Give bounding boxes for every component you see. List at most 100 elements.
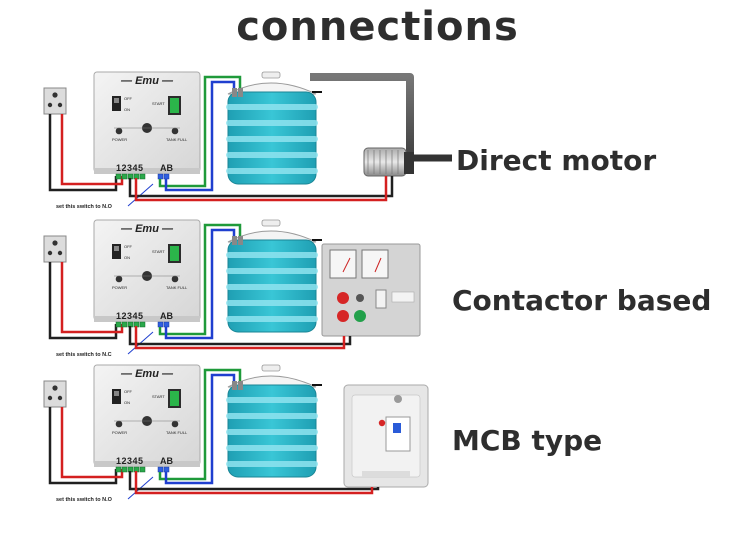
sensor-wire-green — [158, 368, 242, 481]
terminal-screw — [121, 321, 128, 328]
terminal-screw-a — [157, 173, 164, 180]
tank-ring — [226, 168, 318, 174]
terminal-screw-b — [163, 466, 170, 473]
terminal-screw — [121, 173, 128, 180]
terminal-screw — [139, 321, 146, 328]
start-label: START — [152, 394, 165, 399]
tank-full-label: TANK FULL — [166, 285, 188, 290]
mcb-box — [343, 384, 429, 488]
terminal-ab-label: AB — [160, 311, 173, 321]
terminal-screw-a — [157, 466, 164, 473]
socket-plate — [43, 235, 67, 263]
tank-full-label: TANK FULL — [166, 137, 188, 142]
start-button — [170, 98, 179, 113]
terminal-ab-label: AB — [160, 456, 173, 466]
pump-motor — [363, 147, 414, 177]
terminal-block — [115, 173, 170, 180]
wall-socket — [43, 235, 67, 263]
socket-pin — [47, 250, 53, 256]
terminal-screw — [139, 466, 146, 473]
terminal-screw-b — [163, 321, 170, 328]
water-tank — [226, 71, 322, 185]
terminal-screw — [121, 466, 128, 473]
row-label-direct-motor: Direct motor — [456, 144, 657, 177]
sensor-wire-blue — [164, 373, 236, 485]
switch-on-label: ON — [124, 400, 130, 405]
socket-pin — [52, 92, 58, 98]
tank-ring — [226, 413, 318, 419]
controller-body — [93, 71, 201, 173]
ammeter — [361, 249, 389, 279]
socket-plate — [43, 87, 67, 115]
power-led — [115, 127, 123, 135]
diagram-title: connections — [236, 4, 519, 50]
tank-full-led — [171, 127, 179, 135]
power-label: POWER — [112, 430, 127, 435]
terminal-numbers: 12345 — [116, 163, 144, 173]
tank-ring — [226, 300, 318, 306]
power-label: POWER — [112, 137, 127, 142]
switch-on-label: ON — [124, 107, 130, 112]
voltmeter-needle — [342, 257, 351, 273]
stop-button — [337, 292, 349, 304]
terminal-screw-b — [163, 173, 170, 180]
ammeter-needle — [374, 257, 382, 273]
wall-socket — [43, 380, 67, 408]
controller-brand: — Emu — — [120, 223, 174, 235]
switch-on-label: ON — [124, 255, 130, 260]
controller-base — [94, 168, 200, 174]
sensor-wire-green — [158, 223, 242, 336]
terminal-numbers: 12345 — [116, 456, 144, 466]
tank-ring — [226, 120, 318, 126]
delivery-pipe — [310, 73, 414, 152]
switch-setting-note: set this switch to N.O — [56, 497, 113, 503]
start-label: START — [152, 249, 165, 254]
mcb-switch — [375, 289, 387, 309]
socket-pin — [57, 395, 63, 401]
level-probe — [232, 88, 237, 97]
load-neutral-wire — [128, 326, 352, 346]
indicator-lamp — [378, 419, 386, 427]
start-button — [170, 246, 179, 261]
tank-ring — [226, 445, 318, 451]
tank-ring — [226, 397, 318, 403]
switch-off-label: OFF — [124, 389, 133, 394]
tank-ring — [226, 104, 318, 110]
power-led — [115, 420, 123, 428]
sensor-wire-blue — [164, 80, 236, 192]
rocker-knob — [114, 391, 119, 396]
socket-pin — [47, 395, 53, 401]
switch-setting-note: set this switch to N.C — [56, 352, 112, 358]
level-probe — [238, 236, 243, 245]
tank-ring — [226, 136, 318, 142]
terminal-screw — [115, 173, 122, 180]
cover-screw — [394, 395, 402, 403]
tank-full-led — [171, 420, 179, 428]
terminal-screw — [139, 173, 146, 180]
socket-pin — [52, 240, 58, 246]
start-button — [170, 391, 179, 406]
tank-cap — [261, 71, 281, 79]
motor-body — [363, 147, 407, 177]
water-tank — [226, 364, 322, 478]
terminal-numbers: 12345 — [116, 311, 144, 321]
tank-ring — [226, 252, 318, 258]
sensor-wire-green — [158, 75, 242, 188]
load-neutral-wire — [128, 471, 380, 491]
pump-head — [404, 152, 414, 174]
tank-lid — [227, 82, 317, 95]
controller-body — [93, 219, 201, 321]
tank-full-led — [171, 275, 179, 283]
level-probe — [232, 236, 237, 245]
switch-off-label: OFF — [124, 96, 133, 101]
rocker-knob — [114, 98, 119, 103]
load-phase-wire — [134, 326, 346, 350]
load-phase-wire — [134, 176, 388, 202]
nameplate — [391, 291, 415, 303]
